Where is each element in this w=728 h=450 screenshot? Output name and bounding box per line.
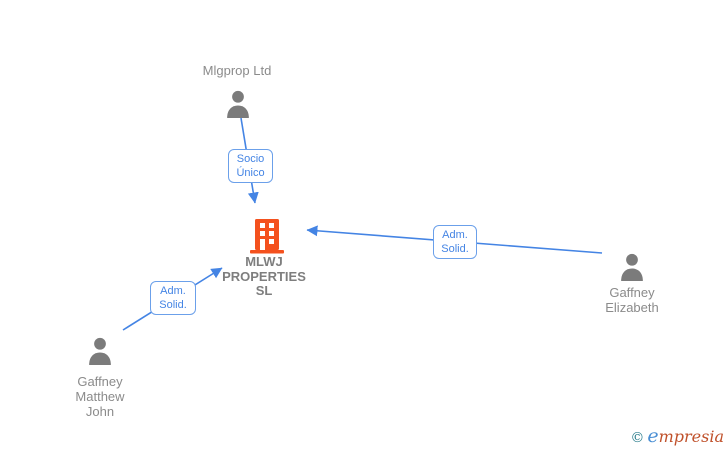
person-icon-mlgprop[interactable] [221,88,255,120]
edge-label-socio-unico[interactable]: Socio Único [228,149,273,183]
empresia-logo-e: e [647,425,659,447]
node-label-elizabeth[interactable]: Gaffney Elizabeth [605,285,659,315]
node-label-mlwj[interactable]: MLWJ PROPERTIES SL [222,254,306,298]
node-label-mlgprop[interactable]: Mlgprop Ltd [202,63,272,78]
person-icon-matthew[interactable] [83,335,117,367]
building-icon-mlwj[interactable] [248,218,286,254]
person-icon-elizabeth[interactable] [615,251,649,283]
empresia-logo[interactable]: ©empresia [630,425,724,447]
copyright-icon: © [630,430,645,446]
edge-label-adm-solid-matthew[interactable]: Adm. Solid. [150,281,196,315]
edge-label-adm-solid-elizabeth[interactable]: Adm. Solid. [433,225,477,259]
empresia-logo-text: mpresia [658,427,724,446]
node-label-matthew[interactable]: Gaffney Matthew John [75,374,125,419]
